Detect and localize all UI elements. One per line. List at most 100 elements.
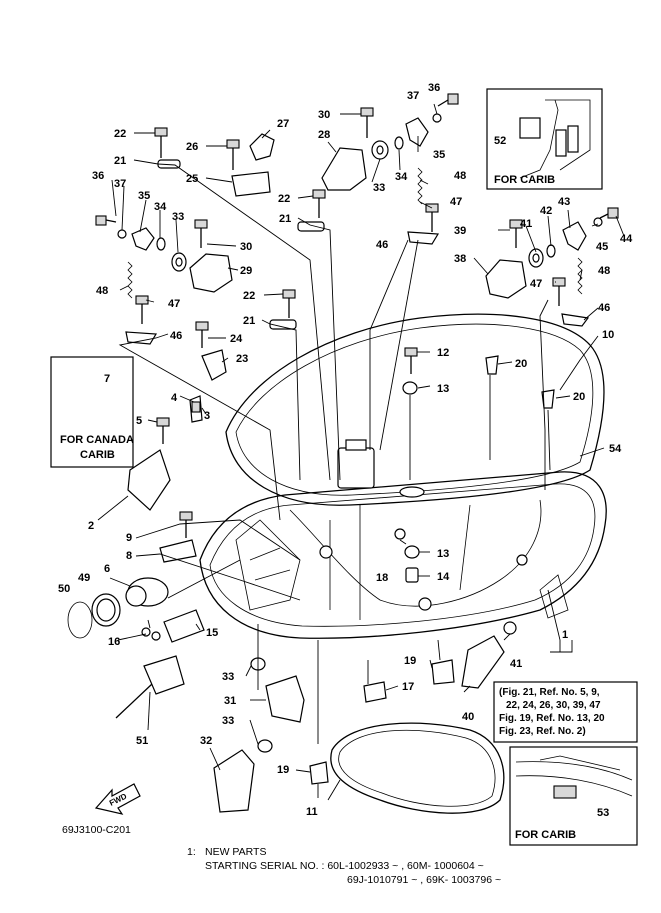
- part-label-1: 1: [562, 629, 568, 641]
- part-label-16: 16: [108, 636, 120, 648]
- small-parts-drawing: [67, 93, 619, 814]
- part-label-34b: 34: [395, 171, 408, 183]
- part-label-3: 3: [204, 410, 210, 422]
- inset-canada-label-line2: CARIB: [80, 449, 115, 461]
- footer-title: NEW PARTS: [205, 846, 266, 858]
- bolt-part-39: [509, 219, 523, 248]
- bottom-cowling-drawing: [199, 313, 607, 639]
- part-label-42: 42: [540, 205, 552, 217]
- part-label-36a: 36: [92, 170, 104, 182]
- part-label-13b: 13: [437, 548, 449, 560]
- part-label-51: 51: [136, 735, 148, 747]
- part-label-33c: 33: [222, 671, 234, 683]
- part-label-7: 7: [104, 373, 110, 385]
- part-label-14: 14: [437, 571, 450, 583]
- bolt-part-26: [226, 139, 240, 170]
- part-label-18: 18: [376, 572, 388, 584]
- part-label-43: 43: [558, 196, 570, 208]
- part-label-21a: 21: [114, 155, 126, 167]
- bolt-part-47b: [425, 203, 439, 232]
- part-label-33d: 33: [222, 715, 234, 727]
- part-label-48c: 48: [598, 265, 610, 277]
- part-label-4: 4: [171, 392, 178, 404]
- inset-carib-bottom-label: FOR CARIB: [515, 829, 576, 841]
- leader-lines: [97, 103, 625, 801]
- bolt-part-30a: [360, 107, 374, 138]
- part-label-45: 45: [596, 241, 608, 253]
- part-label-39: 39: [454, 225, 466, 237]
- part-label-52: 52: [494, 135, 506, 147]
- part-label-46a: 46: [376, 239, 388, 251]
- ref-note-line-2: 22, 24, 26, 30, 39, 47: [506, 700, 601, 711]
- part-label-50: 50: [58, 583, 70, 595]
- part-label-47c: 47: [530, 278, 542, 290]
- part-label-20a: 20: [515, 358, 527, 370]
- part-label-22b: 22: [278, 193, 290, 205]
- part-label-53: 53: [597, 807, 609, 819]
- part-label-12: 12: [437, 347, 449, 359]
- part-label-47a: 47: [450, 196, 462, 208]
- ref-note-line-3: Fig. 19, Ref. No. 13, 20: [499, 713, 605, 724]
- bolt-part-22b: [312, 189, 326, 218]
- footer-notes: 1: NEW PARTS STARTING SERIAL NO. : 60L-1…: [187, 846, 501, 886]
- part-label-40: 40: [462, 711, 474, 723]
- diagram-code: 69J3100-C201: [62, 824, 131, 836]
- part-label-37b: 37: [407, 90, 419, 102]
- part-label-8: 8: [126, 550, 132, 562]
- part-label-24: 24: [230, 333, 243, 345]
- screw-part-36a: [95, 215, 117, 226]
- part-label-36b: 36: [428, 82, 440, 94]
- bolt-part-47c: [552, 277, 566, 306]
- part-label-20b: 20: [573, 391, 585, 403]
- part-label-11: 11: [306, 806, 318, 818]
- inset-carib-top: FOR CARIB: [486, 88, 603, 190]
- screw-part-44: [599, 207, 619, 219]
- part-label-33a: 33: [172, 211, 184, 223]
- part-label-10: 10: [602, 329, 614, 341]
- part-number-labels: 1 1 2 3 4 5 6 7 8 9 10 11 12 13 13 14 15…: [58, 82, 633, 819]
- part-label-13a: 13: [437, 383, 449, 395]
- footer-serial-line-2: 69J-1010791 ~ , 69K- 1003796 ~: [347, 874, 501, 886]
- footer-serial-line-1: STARTING SERIAL NO. : 60L-1002933 ~ , 60…: [205, 860, 484, 872]
- part-label-54: 54: [609, 443, 622, 455]
- inset-canada-carib: FOR CANADA CARIB: [50, 356, 134, 468]
- inset-canada-label-line1: FOR CANADA: [60, 434, 134, 446]
- part-label-19b: 19: [277, 764, 289, 776]
- part-label-31: 31: [224, 695, 236, 707]
- part-label-28: 28: [318, 129, 330, 141]
- bolt-part-5: [156, 417, 170, 444]
- part-label-32: 32: [200, 735, 212, 747]
- part-label-5: 5: [136, 415, 142, 427]
- part-label-6: 6: [104, 563, 110, 575]
- bolt-part-47a: [135, 295, 149, 324]
- part-label-34a: 34: [154, 201, 167, 213]
- ref-note-line-4: Fig. 23, Ref. No. 2): [499, 726, 586, 737]
- part-label-30a: 30: [318, 109, 330, 121]
- part-label-9: 9: [126, 532, 132, 544]
- part-label-38: 38: [454, 253, 466, 265]
- bolt-part-22a: [154, 127, 168, 158]
- inset-reference-note: (Fig. 21, Ref. No. 5, 9, 22, 24, 26, 30,…: [493, 681, 638, 743]
- bolt-part-12: [404, 347, 418, 374]
- part-label-41b: 41: [510, 658, 522, 670]
- part-label-49: 49: [78, 572, 90, 584]
- part-label-35b: 35: [433, 149, 445, 161]
- part-label-21c: 21: [243, 315, 255, 327]
- part-label-46b: 46: [170, 330, 182, 342]
- part-label-48a: 48: [454, 170, 466, 182]
- screw-part-36b: [437, 93, 459, 107]
- part-label-21b: 21: [279, 213, 291, 225]
- ref-note-line-1: (Fig. 21, Ref. No. 5, 9,: [499, 687, 600, 698]
- part-label-46c: 46: [598, 302, 610, 314]
- part-label-19a: 19: [404, 655, 416, 667]
- fwd-arrow: FWD: [94, 783, 141, 815]
- part-label-22c: 22: [243, 290, 255, 302]
- part-label-27: 27: [277, 118, 289, 130]
- bolt-part-30b: [194, 219, 208, 248]
- part-label-2: 2: [88, 520, 94, 532]
- part-label-41a: 41: [520, 218, 532, 230]
- bolt-part-22c: [282, 289, 296, 318]
- inset-carib-top-label: FOR CARIB: [494, 174, 555, 186]
- part-label-37a: 37: [114, 178, 126, 190]
